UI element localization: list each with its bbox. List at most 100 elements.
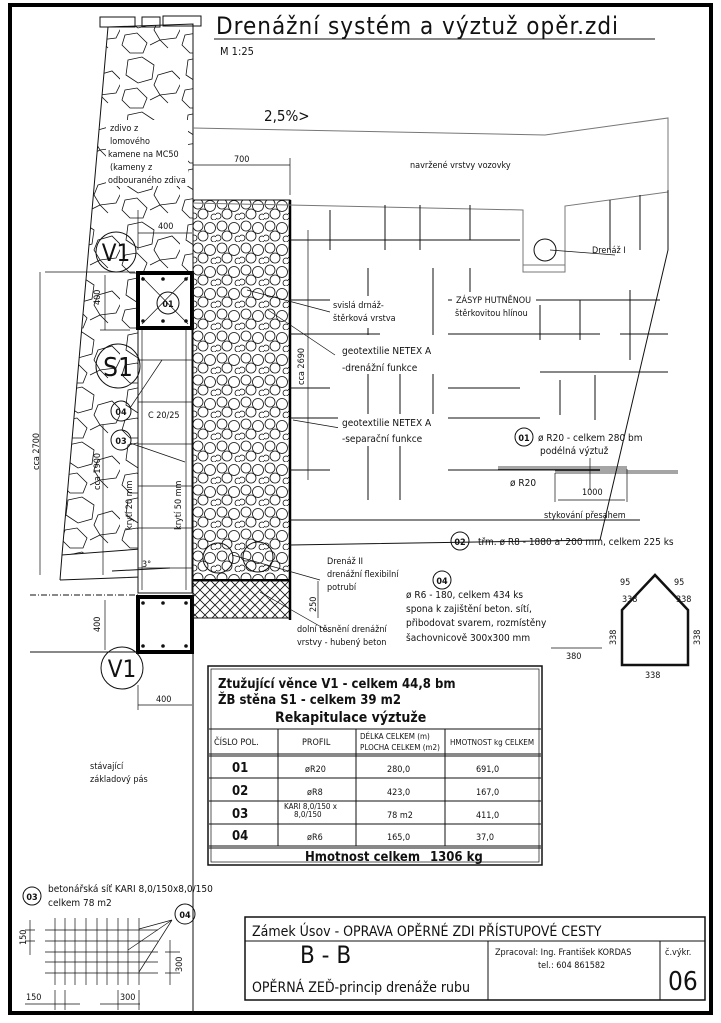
svg-text:300: 300 — [120, 993, 135, 1003]
svg-text:podélná výztuž: podélná výztuž — [540, 445, 609, 457]
svg-text:geotextilie NETEX A: geotextilie NETEX A — [342, 346, 432, 357]
kari-mesh-detail: 03 betonářská síť KARI 8,0/150x8,0/150 c… — [19, 883, 213, 1010]
vertical-drain-label: svislá drnáž-štěrková vrstva — [330, 296, 408, 328]
concrete-class: C 20/25 — [148, 411, 180, 421]
drawing-number: 06 — [668, 967, 698, 997]
table-row: 02 øR8 423,0 167,0 — [232, 784, 499, 799]
svg-text:37,0: 37,0 — [476, 833, 494, 843]
stirrup-shape: 95 95 338 338 338 338 338 — [609, 573, 703, 681]
svg-text:stávající: stávající — [90, 762, 124, 772]
dim-400-top: 400 — [158, 222, 173, 232]
svg-text:04: 04 — [436, 577, 448, 587]
svg-text:kamene na MC50: kamene na MC50 — [108, 150, 179, 160]
dim-400-left: 400 — [93, 290, 103, 305]
beam-v1-top — [136, 271, 194, 330]
svg-text:svislá drnáž-: svislá drnáž- — [333, 301, 384, 311]
svg-text:V1: V1 — [108, 655, 137, 683]
svg-text:8,0/150: 8,0/150 — [294, 810, 322, 819]
svg-text:ø R20: ø R20 — [510, 478, 536, 489]
dim-250: 250 — [309, 597, 319, 612]
svg-text:423,0: 423,0 — [387, 788, 410, 798]
svg-text:280,0: 280,0 — [387, 765, 410, 775]
svg-text:03: 03 — [115, 437, 126, 447]
svg-text:odbouraného zdiva: odbouraného zdiva — [108, 175, 186, 186]
stirrups — [138, 330, 192, 590]
svg-text:ŽB stěna S1 - celkem 39 m2: ŽB stěna S1 - celkem 39 m2 — [218, 692, 401, 708]
drawing-title: Drenážní systém a výztuž opěr.zdi — [216, 12, 619, 40]
svg-text:95: 95 — [620, 578, 630, 588]
author: Zpracoval: Ing. František KORDAS — [495, 947, 631, 958]
svg-text:zdivo z: zdivo z — [110, 124, 138, 134]
svg-text:167,0: 167,0 — [476, 788, 499, 798]
svg-text:øR8: øR8 — [307, 788, 323, 798]
sheet-border — [8, 3, 713, 1015]
dim-cca-1900: cca 1900 — [93, 453, 103, 490]
svg-text:ø R6 - 180, celkem 434 ks: ø R6 - 180, celkem 434 ks — [406, 590, 523, 601]
svg-text:691,0: 691,0 — [476, 765, 499, 775]
road-layers — [192, 117, 669, 273]
svg-text:04: 04 — [115, 408, 127, 418]
project-name: Zámek Úsov - OPRAVA OPĚRNÉ ZDI PŘÍSTUPOV… — [252, 922, 602, 940]
drawing-number-label: č.výkr. — [665, 947, 691, 958]
section-name: B - B — [300, 941, 351, 969]
svg-text:lomového: lomového — [110, 136, 150, 147]
cover-20: krytí 20 mm — [125, 480, 135, 530]
drain-pipe-2a — [202, 542, 234, 574]
svg-text:přibodovat svarem, rozmístěny: přibodovat svarem, rozmístěny — [406, 617, 547, 629]
svg-text:základový pás: základový pás — [90, 775, 148, 785]
svg-text:338: 338 — [609, 630, 619, 645]
svg-text:300: 300 — [175, 957, 185, 972]
svg-text:stykování přesahem: stykování přesahem — [544, 511, 626, 521]
weep-arrow — [111, 567, 171, 572]
svg-text:Rekapitulace výztuže: Rekapitulace výztuže — [275, 710, 426, 726]
svg-text:ø R20 - celkem 280 bm: ø R20 - celkem 280 bm — [538, 433, 643, 444]
road-layers-label: navržené vrstvy vozovky — [410, 160, 511, 171]
svg-text:třm. ø R8 - 1880 a' 200 mm, ce: třm. ø R8 - 1880 a' 200 mm, celkem 225 k… — [478, 536, 674, 548]
drain-pipe-2b — [242, 541, 274, 573]
geotextile2-label: geotextilie NETEX A -separační funkce — [338, 414, 448, 446]
total-value: 1306 kg — [430, 850, 483, 865]
note-01: 01 ø R20 - celkem 280 bm podélná výztuž … — [498, 427, 678, 521]
drain-pipe-1 — [533, 238, 557, 262]
svg-text:(kameny z: (kameny z — [110, 163, 152, 173]
marker-04: 04 — [110, 359, 163, 422]
svg-text:01: 01 — [232, 761, 248, 776]
svg-text:drenážní flexibilní: drenážní flexibilní — [327, 570, 399, 580]
geotextile1-label: geotextilie NETEX A -drenážní funkce — [338, 342, 448, 374]
svg-text:štěrková vrstva: štěrková vrstva — [333, 313, 396, 324]
drain1-label: Drenáž I — [592, 246, 626, 256]
svg-text:Drenáž II: Drenáž II — [327, 557, 363, 567]
slope-label: 2,5%> — [264, 107, 310, 125]
angle-label: 3° — [142, 560, 151, 570]
svg-text:411,0: 411,0 — [476, 811, 499, 821]
svg-text:ZÁSYP HUTNĚNOU: ZÁSYP HUTNĚNOU — [456, 294, 531, 306]
svg-text:03: 03 — [232, 807, 248, 822]
svg-text:338: 338 — [622, 595, 637, 605]
rebar-summary-table: Ztužující věnce V1 - celkem 44,8 bm ŽB s… — [207, 665, 543, 866]
note-04: 04 ø R6 - 180, celkem 434 ks spona k zaj… — [406, 570, 602, 662]
rc-wall-s1 — [137, 272, 193, 594]
svg-text:02: 02 — [232, 784, 248, 799]
marker-v1-bottom: V1 — [100, 646, 144, 690]
svg-text:-drenážní funkce: -drenážní funkce — [342, 362, 418, 374]
svg-text:geotextilie NETEX A: geotextilie NETEX A — [342, 418, 432, 429]
svg-text:78 m2: 78 m2 — [387, 811, 413, 821]
svg-text:PLOCHA CELKEM (m2): PLOCHA CELKEM (m2) — [360, 743, 440, 752]
total-label: Hmotnost celkem — [305, 850, 420, 865]
svg-text:338: 338 — [693, 630, 703, 645]
marker-03: 03 — [110, 429, 186, 463]
svg-text:-separační funkce: -separační funkce — [342, 433, 423, 445]
svg-text:1000: 1000 — [582, 488, 603, 498]
svg-text:02: 02 — [454, 538, 465, 548]
callout-leaders — [231, 289, 341, 633]
cover-50: krytí 50 mm — [174, 480, 184, 530]
svg-text:dolní těsnění drenážní: dolní těsnění drenážní — [297, 625, 387, 635]
svg-text:03: 03 — [26, 893, 37, 903]
backfill-pattern — [289, 190, 669, 546]
note-02: 02 třm. ø R8 - 1880 a' 200 mm, celkem 22… — [450, 531, 674, 551]
dimensions-left — [39, 158, 291, 710]
